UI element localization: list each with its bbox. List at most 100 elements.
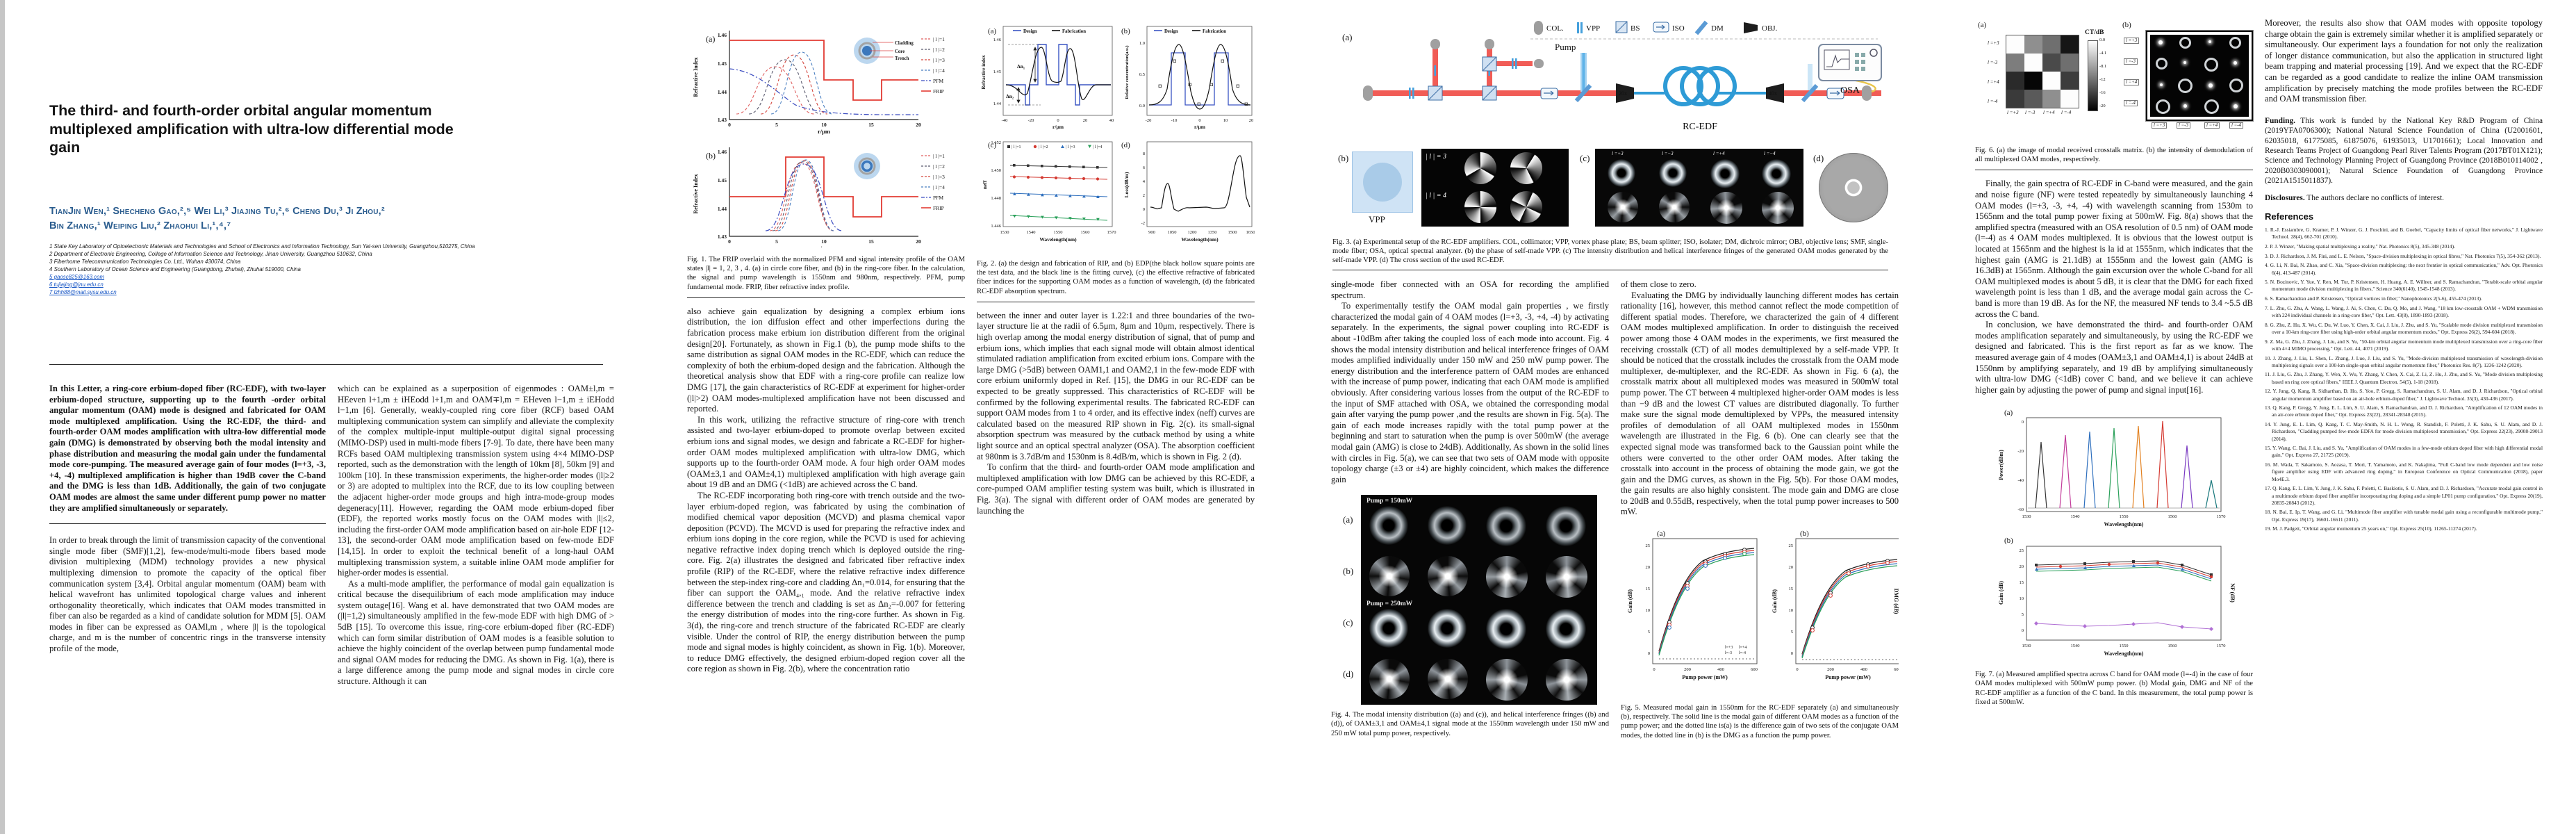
fig1-chart: (a) 1.46 1.45 1.44 1.43 0 5 10 15 20 Ref… <box>693 31 945 252</box>
reference-item: 10. J. Zhang, J. Liu, L. Shen, L. Zhang,… <box>2265 354 2543 368</box>
vpp-disc <box>1363 163 1402 202</box>
tick: 5 <box>775 122 778 128</box>
page-2: (a) 1.46 1.45 1.44 1.43 0 5 10 15 20 Ref… <box>644 0 1288 834</box>
email-link-5[interactable]: 5 gaosc825@163.com <box>49 274 105 280</box>
tick: 15 <box>868 238 874 245</box>
fig1-inset-core-label: Core <box>895 49 905 54</box>
legend-item: FRIP <box>933 88 944 95</box>
phase-plate-l3 <box>1464 152 1496 184</box>
fig2a-ylabel: Refractive index <box>981 55 986 90</box>
p3-left-para-2: To experimentally testify the OAM modal … <box>1331 301 1609 484</box>
page3-left-column: single-mode fiber connected with an OSA … <box>1331 279 1609 738</box>
tick: 10 <box>1646 608 1651 613</box>
fig3-mode-panel: l =+3 l =−3 l =+4 l =−4 <box>1595 149 1803 231</box>
tick: 1550 <box>2120 514 2129 519</box>
figure-6: (a) l =+3 l =-3 l =+4 l =-4 l =+3 l =-3 … <box>1975 18 2254 142</box>
fig3-panel-c-label: (c) <box>1580 153 1590 163</box>
fig4-row-a-label: (a) <box>1343 514 1353 525</box>
fig7b-xlabel: Wavelength(nm) <box>2104 651 2144 657</box>
mode-image <box>1477 650 1537 710</box>
fig3-dichroic-mirrors <box>1574 83 1819 103</box>
tick: 25 <box>2020 548 2024 553</box>
ct-cell <box>2042 90 2061 108</box>
mode-interference <box>1608 192 1638 222</box>
ct-cell <box>2006 72 2024 90</box>
fig5b-ylabel2: DMG (dB) <box>1893 589 1899 614</box>
mode-intensity <box>1659 159 1687 187</box>
tick: 10 <box>1789 608 1794 613</box>
p3-right-para-1: of them close to zero. <box>1621 279 1696 289</box>
mode-intensity <box>1762 159 1791 188</box>
legend-item: | l |=1 <box>933 36 945 42</box>
p4-left-para-1: Finally, the gain spectra of RC-EDF in C… <box>1975 179 2253 319</box>
tick: -60 <box>2017 507 2024 512</box>
fig2d-ylabel: Loss(dB/m) <box>1123 172 1130 198</box>
tick: 0 <box>1143 207 1145 212</box>
mode-label: l =+3 <box>1612 151 1624 156</box>
ring <box>2156 58 2168 70</box>
ring <box>2229 37 2241 49</box>
fig2-panel-c-label: (c) <box>988 141 997 149</box>
tick: 20 <box>1083 118 1088 123</box>
fig3-collimators <box>1363 39 1872 101</box>
mode-label: l =−3 <box>1662 151 1674 156</box>
mode-image <box>1477 547 1537 607</box>
fig5b: 25 20 15 10 5 0 0 200 400 600 Pump power… <box>1772 538 1901 680</box>
fig7a-xlabel: Wavelength(nm) <box>2104 521 2144 528</box>
reference-item: 15. Y. Wang, C. Bai, J. Liu, and S. Yu, … <box>2265 445 2543 459</box>
reference-item: 19. M. J. Padgett, "Orbital angular mome… <box>2265 525 2477 532</box>
ring <box>2204 58 2218 72</box>
fig6b-row-label: l =+3 <box>2124 38 2140 44</box>
tick: 8 <box>1143 152 1145 156</box>
fig5b-xlabel: Pump power (mW) <box>1825 674 1871 680</box>
tick: 1.46 <box>993 38 1002 42</box>
tick: 6 <box>1143 165 1146 170</box>
reference-item: 13. Q. Kang, P. Gregg, Y. Jung, E. L. Li… <box>2265 404 2543 418</box>
tick: 25 <box>1789 543 1794 548</box>
tick: 0 <box>728 238 731 245</box>
fig6-col-label: l =+3 <box>2007 110 2019 115</box>
mode-image <box>1486 506 1526 547</box>
tick: 1560 <box>1081 230 1090 235</box>
fig6b-row-label: l =+4 <box>2124 79 2140 85</box>
tick: 10 <box>821 122 827 128</box>
fig7a-ylabel: Power(dBm) <box>1998 450 2004 480</box>
fig5a: 25 20 15 10 5 0 0 200 400 600 Pump power… <box>1627 538 1758 680</box>
ct-cell <box>2024 90 2042 108</box>
fig4-panel: Pump = 150mW Pump = 250mW <box>1361 495 1597 710</box>
fig2c: | l |=1 | l |=2 | l |=3 | l |=4 <box>982 140 1116 243</box>
page-1: The third- and fourth-order orbital angu… <box>5 0 649 834</box>
phase-plate-l4 <box>1505 186 1548 229</box>
tick: 1.45 <box>718 177 727 183</box>
fig6-panel-b-label: (b) <box>2122 21 2131 29</box>
legend-item: | l |=2 <box>1039 145 1048 149</box>
tick: 1.448 <box>991 196 1001 201</box>
fig7b-ylabel: Gain (dB) <box>1998 581 2004 605</box>
reference-item: 17. Q. Kang, E. L. Lim, Y. Jung, J. K. S… <box>2265 485 2543 506</box>
fig4-pump250-label: Pump = 250mW <box>1367 600 1413 608</box>
tick: 900 <box>1148 230 1155 235</box>
legend-item: | l |=2 <box>933 47 945 53</box>
mode-label: l =−4 <box>1764 151 1776 156</box>
email-link-6[interactable]: 6 tujiajing@jnu.edu.cn <box>49 281 104 288</box>
reference-item: 3. D. J. Richardson, J. M. Fini, and L. … <box>2265 252 2541 259</box>
tick: 0 <box>2022 420 2024 425</box>
fig3-osa-label: OSA <box>1840 85 1860 96</box>
tick: 4 <box>1143 179 1146 184</box>
gauss-dot <box>2208 40 2211 43</box>
tick: 1.44 <box>718 206 727 212</box>
mode-image <box>1537 650 1596 710</box>
funding-text: This work is funded by the National Key … <box>2265 116 2543 186</box>
fig3-rcedf-label: RC-EDF <box>1683 122 1717 132</box>
fig6-caption: Fig. 6. (a) the image of modal received … <box>1975 147 2253 164</box>
fig5-panel-a-label: (a) <box>1657 530 1666 538</box>
legend-item: OBJ. <box>1762 24 1778 33</box>
mode-image <box>1428 506 1467 546</box>
p2-left-para-3: The RC-EDF incorporating both ring-core … <box>687 490 965 674</box>
legend-item: COL. <box>1546 24 1564 33</box>
fig7-caption: Fig. 7. (a) Measured amplified spectra a… <box>1975 671 2253 706</box>
ring <box>2229 79 2243 92</box>
email-link-7[interactable]: 7 lzhh88@mail.sysu.edu.cn <box>49 289 117 295</box>
tick: 1550 <box>1054 230 1063 235</box>
tick: 20 <box>1249 118 1254 123</box>
